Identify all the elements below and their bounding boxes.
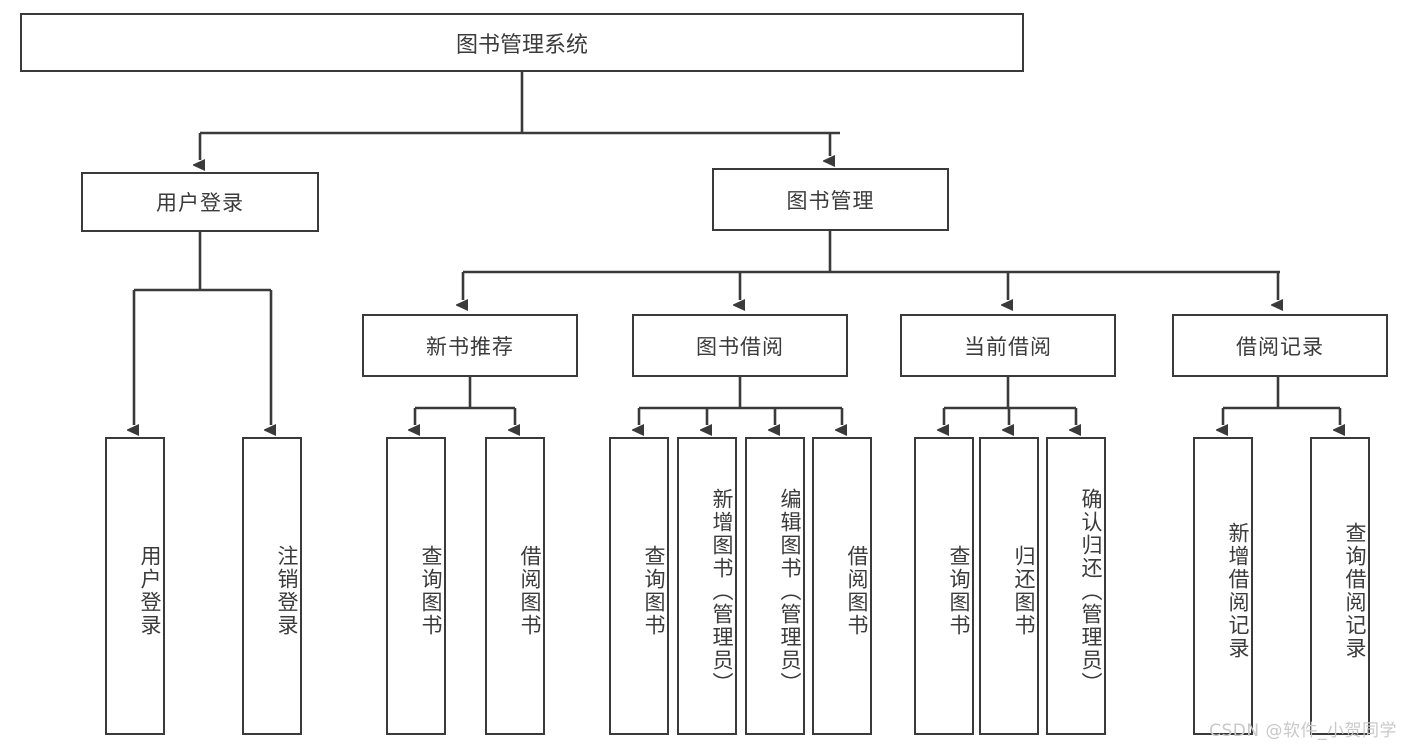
node-current-borrow[interactable]: 当前借阅 — [900, 314, 1116, 377]
leaf-current-return-books[interactable]: 归还图书 — [979, 437, 1039, 735]
leaf-borrow-edit-book-admin[interactable]: 编辑图书（管理员） — [745, 437, 805, 735]
leaf-record-query-record[interactable]: 查询借阅记录 — [1310, 437, 1370, 735]
leaf-borrow-borrow-books[interactable]: 借阅图书 — [812, 437, 872, 735]
leaf-current-query-books[interactable]: 查询图书 — [914, 437, 974, 735]
leaf-borrow-query-books[interactable]: 查询图书 — [609, 437, 669, 735]
leaf-current-confirm-return-admin[interactable]: 确认归还（管理员） — [1046, 437, 1106, 735]
leaf-logout[interactable]: 注销登录 — [242, 437, 302, 735]
node-root[interactable]: 图书管理系统 — [20, 13, 1024, 72]
watermark: CSDN @软件_小贺同学 — [1209, 721, 1397, 741]
leaf-newbook-query-books[interactable]: 查询图书 — [386, 437, 446, 735]
node-borrow-record[interactable]: 借阅记录 — [1172, 314, 1388, 377]
leaf-newbook-borrow-books[interactable]: 借阅图书 — [485, 437, 545, 735]
leaf-record-add-record[interactable]: 新增借阅记录 — [1193, 437, 1253, 735]
leaf-borrow-add-book-admin[interactable]: 新增图书（管理员） — [677, 437, 737, 735]
node-book-management[interactable]: 图书管理 — [712, 168, 949, 231]
node-book-borrow[interactable]: 图书借阅 — [632, 314, 848, 377]
leaf-user-login[interactable]: 用户登录 — [105, 437, 165, 735]
node-user-login[interactable]: 用户登录 — [81, 172, 319, 232]
node-new-book-recommend[interactable]: 新书推荐 — [362, 314, 578, 377]
